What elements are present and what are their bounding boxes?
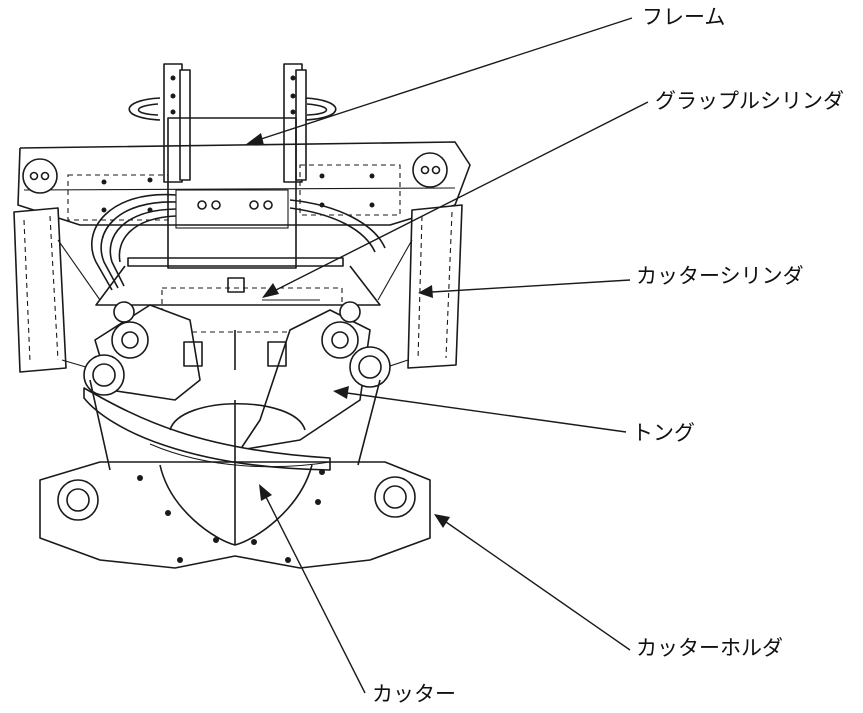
hanging-lug-right (283, 63, 307, 183)
label-cutter: カッター (372, 682, 456, 706)
label-grapple-cylinder: グラップルシリンダ (655, 89, 844, 113)
leader-cutter (259, 484, 366, 694)
label-tong: トング (632, 421, 695, 445)
hydraulic-hoses (91, 193, 386, 291)
leader-grapple-cylinder (262, 101, 649, 298)
pivot-bosses (83, 301, 391, 396)
cutter-cylinder-left (13, 207, 101, 373)
label-cutter-holder: カッターホルダ (636, 636, 783, 660)
label-cutter-cylinder: カッターシリンダ (636, 264, 804, 288)
leader-cutter-cylinder (418, 279, 631, 298)
cutter-holder (39, 379, 431, 569)
leader-cutter-holder (434, 514, 631, 651)
leader-tong (333, 386, 627, 433)
frame (17, 117, 471, 269)
cutter-cylinder-right (377, 204, 463, 371)
lifting-eye (128, 97, 337, 121)
label-frame: フレーム (642, 5, 726, 29)
cutter (159, 400, 313, 546)
leader-frame (245, 17, 633, 145)
